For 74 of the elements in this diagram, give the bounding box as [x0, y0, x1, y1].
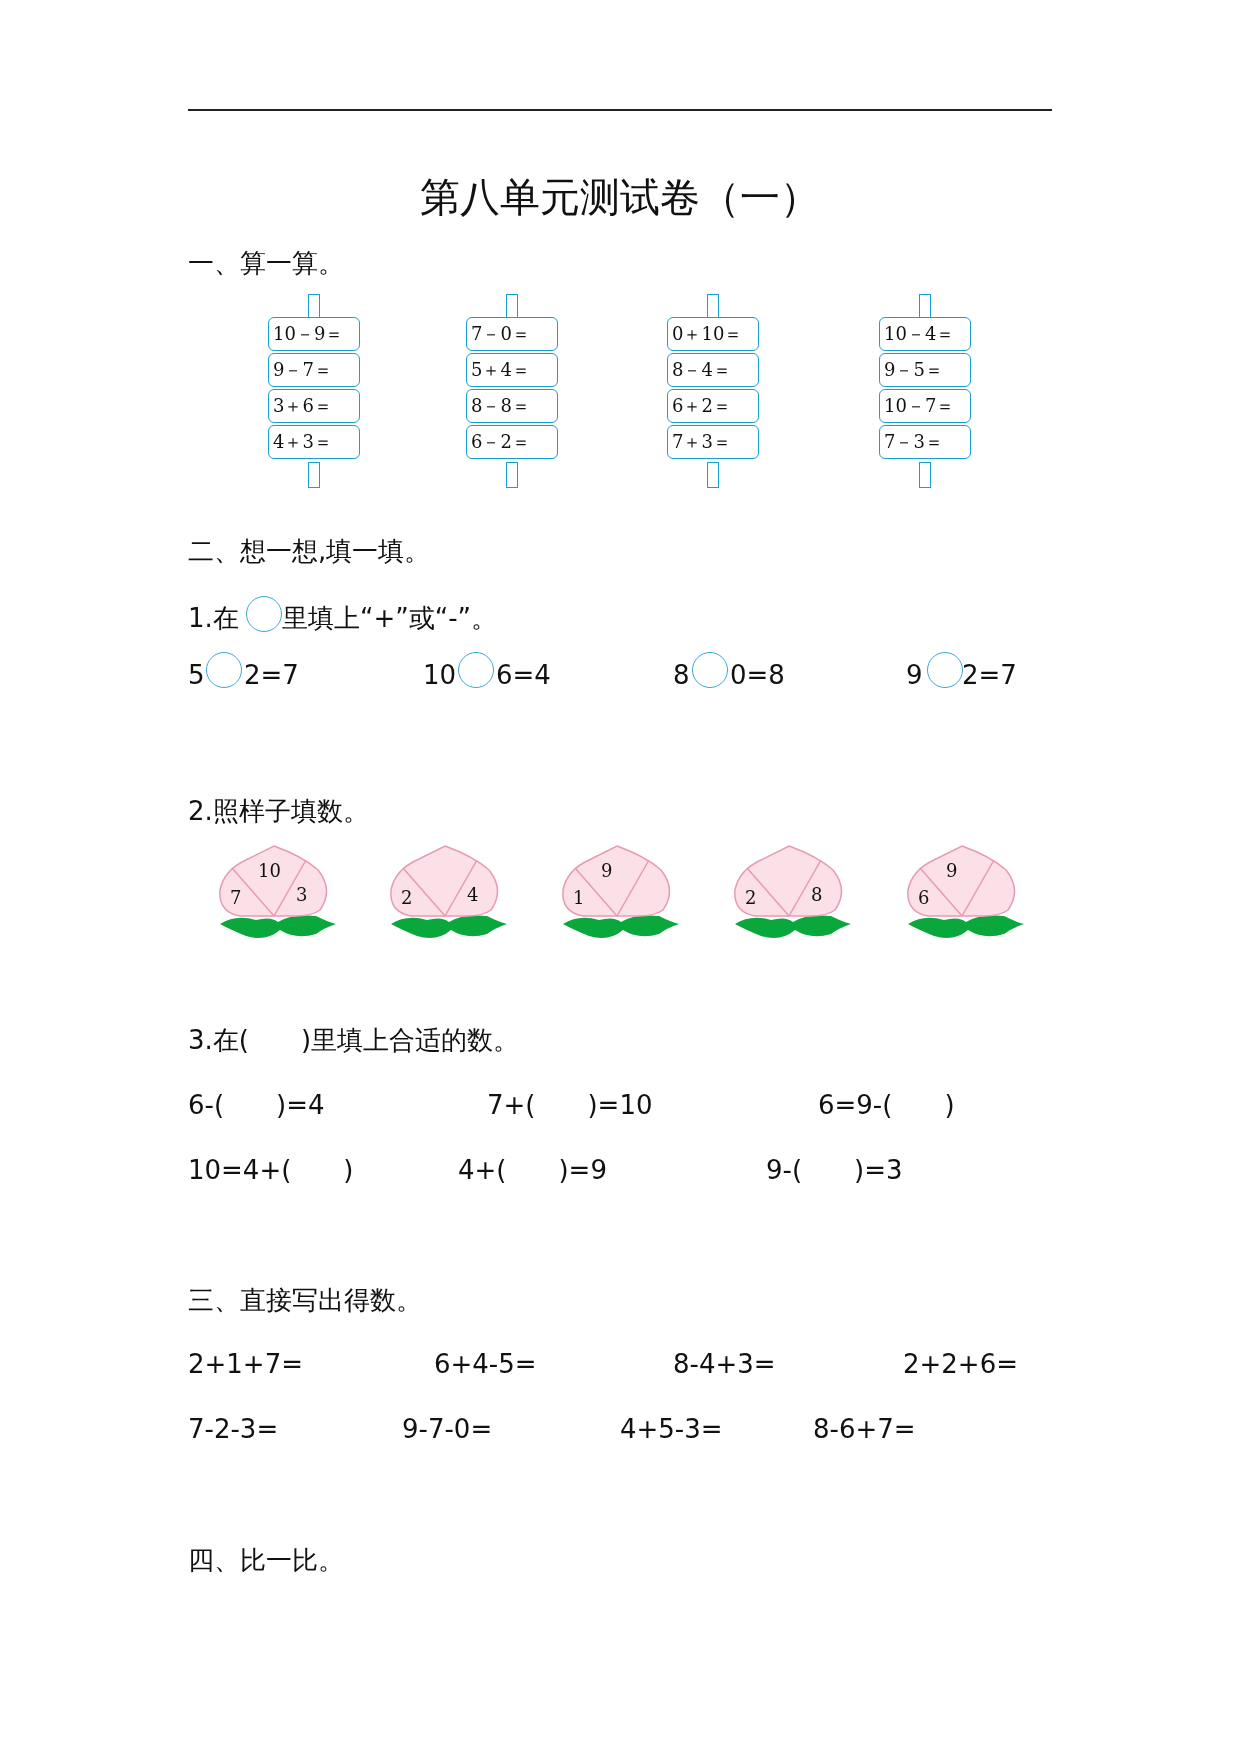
abacus-bead [268, 353, 360, 387]
abacus-bead [667, 317, 759, 351]
question-text: 6=9-( ) [818, 1090, 955, 1122]
peach-number: 10 [258, 862, 281, 880]
section-heading: 一、算一算。 [188, 248, 344, 280]
peach-number: 6 [918, 889, 930, 907]
peach-number: 4 [467, 886, 479, 904]
abacus-bead [466, 353, 558, 387]
abacus-bead [667, 353, 759, 387]
abacus-bead [466, 389, 558, 423]
question-text: 8-4+3= [673, 1349, 776, 1381]
equation-text: 0＋10＝ [672, 322, 743, 346]
question-text: 1.在 [188, 603, 239, 635]
peach-number: 2 [745, 889, 757, 907]
abacus-bead [879, 317, 971, 351]
question-text: 7-2-3= [188, 1414, 279, 1446]
question-text: 2=7 [244, 660, 299, 692]
abacus-bead [268, 425, 360, 459]
peach-number: 2 [401, 889, 413, 907]
peach-number: 8 [811, 886, 823, 904]
question-text: 10 [423, 660, 457, 692]
question-text: 9 [906, 660, 923, 692]
question-text: 6-( )=4 [188, 1090, 325, 1122]
abacus-bead [879, 353, 971, 387]
equation-text: 8－8＝ [471, 394, 530, 418]
equation-text: 6－2＝ [471, 430, 530, 454]
question-text: 6=4 [496, 660, 551, 692]
abacus-bead [879, 389, 971, 423]
equation-text: 9－7＝ [273, 358, 332, 382]
abacus-bead [268, 317, 360, 351]
question-text: 6+4-5= [434, 1349, 537, 1381]
abacus-bead [667, 425, 759, 459]
question-text: 7+( )=10 [487, 1090, 653, 1122]
question-text: 2.照样子填数。 [188, 796, 369, 828]
question-text: 2=7 [962, 660, 1017, 692]
section-heading: 四、比一比。 [188, 1545, 344, 1577]
peach-number: 7 [230, 889, 242, 907]
section-heading: 三、直接写出得数。 [188, 1285, 422, 1317]
abacus-bead [466, 425, 558, 459]
question-text: 4+( )=9 [458, 1155, 607, 1187]
question-text: 9-( )=3 [766, 1155, 903, 1187]
question-text: 9-7-0= [402, 1414, 493, 1446]
question-text: 4+5-3= [620, 1414, 723, 1446]
peach-number: 1 [573, 889, 585, 907]
equation-text: 5＋4＝ [471, 358, 530, 382]
equation-text: 7－3＝ [884, 430, 943, 454]
question-text: 里填上“+”或“-”。 [282, 603, 498, 635]
question-text: 5 [188, 660, 205, 692]
equation-text: 8－4＝ [672, 358, 731, 382]
question-text: 10=4+( ) [188, 1155, 354, 1187]
peach-number: 9 [601, 862, 613, 880]
equation-text: 3＋6＝ [273, 394, 332, 418]
question-text: 8-6+7= [813, 1414, 916, 1446]
question-text: 8 [673, 660, 690, 692]
abacus-bead [879, 425, 971, 459]
equation-text: 9－5＝ [884, 358, 943, 382]
peach-number: 3 [296, 886, 308, 904]
abacus-bead [268, 389, 360, 423]
question-text: 2+1+7= [188, 1349, 303, 1381]
equation-text: 10－4＝ [884, 322, 955, 346]
equation-text: 4＋3＝ [273, 430, 332, 454]
question-text: 2+2+6= [903, 1349, 1018, 1381]
equation-text: 7－0＝ [471, 322, 530, 346]
equation-text: 7＋3＝ [672, 430, 731, 454]
equation-text: 6＋2＝ [672, 394, 731, 418]
abacus-bead [466, 317, 558, 351]
abacus-bead [667, 389, 759, 423]
peach-number: 9 [946, 862, 958, 880]
worksheet-title: 第八单元测试卷（一） [419, 173, 821, 222]
equation-text: 10－9＝ [273, 322, 344, 346]
question-text: 0=8 [730, 660, 785, 692]
section-heading: 二、想一想,填一填。 [188, 536, 431, 568]
question-text: 3.在( )里填上合适的数。 [188, 1025, 520, 1057]
equation-text: 10－7＝ [884, 394, 955, 418]
